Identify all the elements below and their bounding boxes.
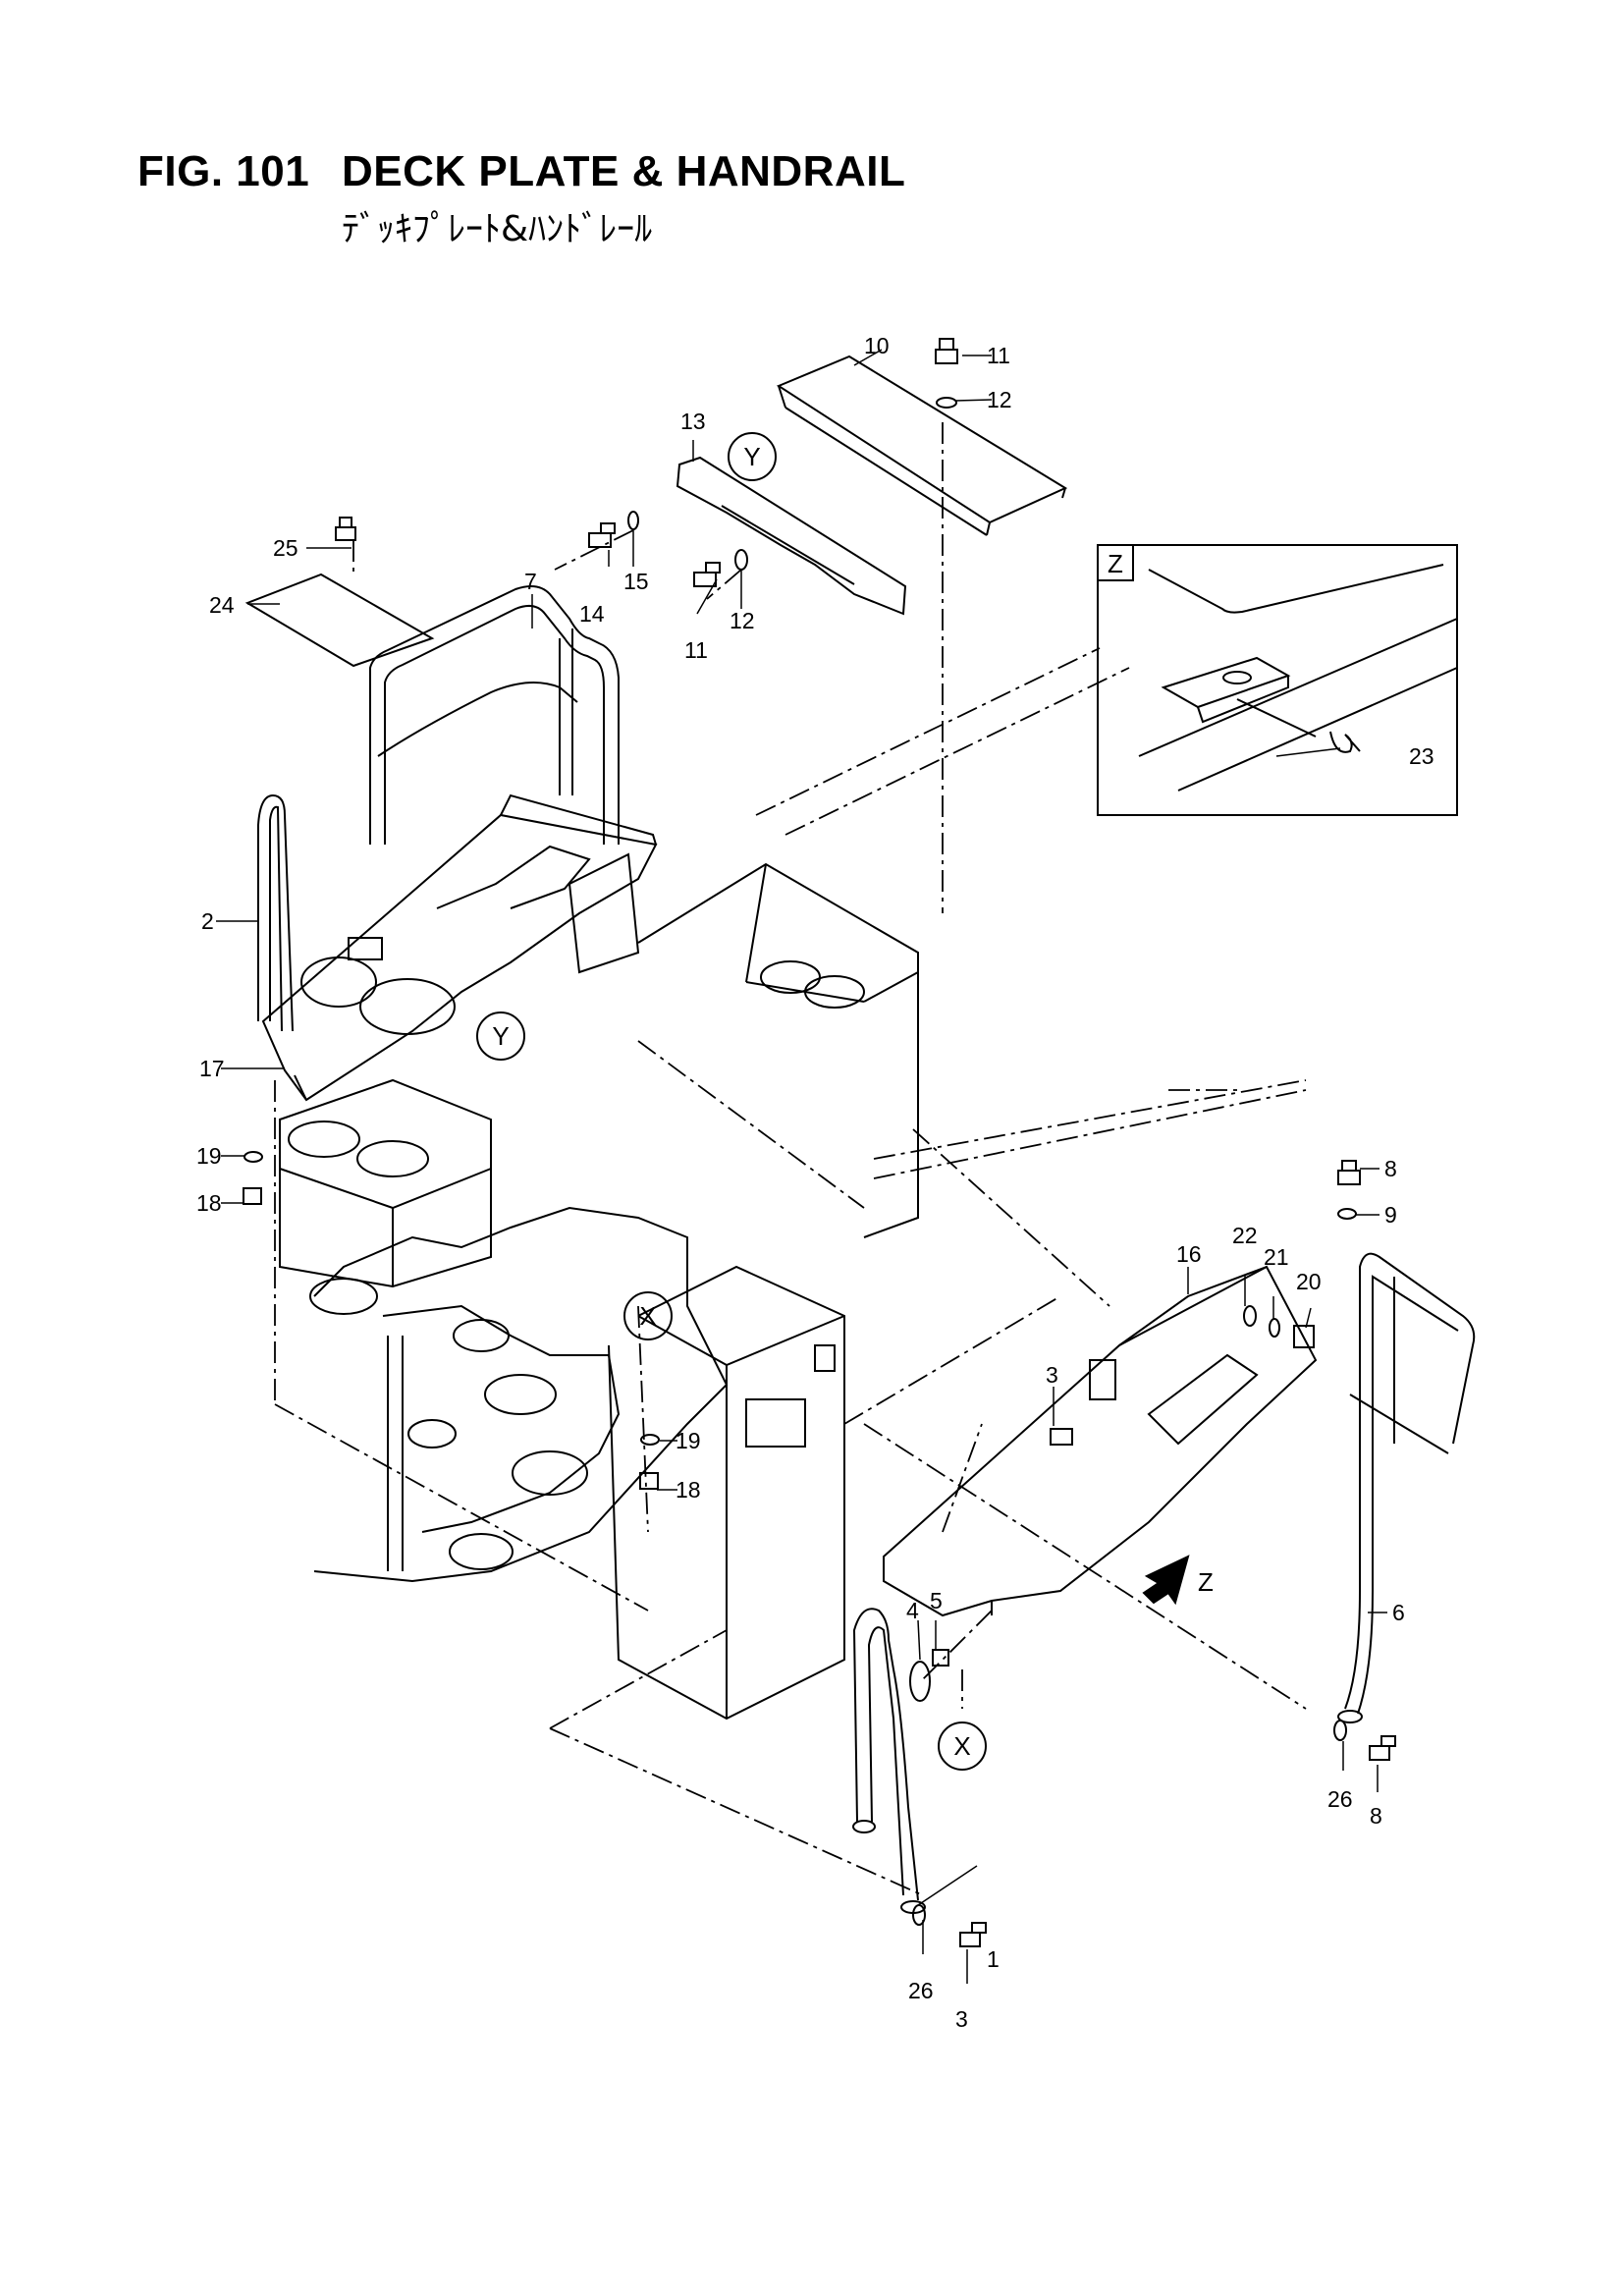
- view-marker-y-top-label: Y: [743, 442, 760, 471]
- view-marker-y-mid-label: Y: [492, 1021, 509, 1051]
- callout-10: 10: [864, 333, 890, 358]
- part-bracket: [676, 456, 907, 616]
- part-deck-plate-right: [883, 1265, 1318, 1617]
- callout-5: 5: [930, 1588, 943, 1613]
- view-marker-x-low: [938, 1722, 987, 1771]
- part-anti-slip-plate: [244, 517, 435, 668]
- view-marker-x-mid: [623, 1291, 673, 1340]
- figure-number: FIG. 101: [137, 147, 310, 195]
- callout-12-lower: 12: [730, 608, 755, 633]
- callout-16: 16: [1176, 1241, 1202, 1267]
- callout-3-upper: 3: [1046, 1362, 1058, 1388]
- detail-view-label: Z: [1108, 549, 1123, 578]
- callout-23: 23: [1409, 743, 1434, 769]
- view-marker-x-low-label: X: [953, 1731, 970, 1761]
- callout-18-right: 18: [676, 1477, 701, 1503]
- view-marker-y-mid: [476, 1011, 525, 1061]
- callout-11-lower: 11: [684, 637, 708, 663]
- figure-title-line: FIG. 101 DECK PLATE & HANDRAIL: [137, 147, 905, 196]
- callout-20: 20: [1296, 1269, 1322, 1294]
- part-battery-box: [279, 1078, 492, 1288]
- view-marker-y-top: [728, 432, 777, 481]
- callout-18-left: 18: [196, 1190, 222, 1216]
- figure-header: FIG. 101 DECK PLATE & HANDRAIL ﾃﾞｯｷﾌﾟﾚｰﾄ…: [137, 147, 905, 251]
- callout-19-left: 19: [196, 1143, 222, 1169]
- callout-3-lower: 3: [955, 2006, 968, 2032]
- view-arrow-z-label: Z: [1198, 1567, 1214, 1597]
- callout-4: 4: [906, 1598, 919, 1623]
- callout-26-left: 26: [908, 1978, 934, 2003]
- callout-6: 6: [1392, 1600, 1405, 1625]
- callout-labels: 1 2 3 3 4 5 6 7 8 8 9 10 11 11 12 12 13 …: [196, 333, 1434, 2032]
- part-cover-plate: [776, 355, 1068, 536]
- part-hydraulic-tank: [608, 1265, 845, 1721]
- detail-view-z: [1097, 544, 1458, 816]
- callout-7: 7: [524, 569, 537, 594]
- callout-8-lower: 8: [1370, 1803, 1382, 1829]
- callout-8-upper: 8: [1384, 1156, 1397, 1181]
- callout-11-upper: 11: [987, 343, 1010, 368]
- part-deck-plate-left: [261, 793, 658, 1102]
- callout-26-right: 26: [1327, 1786, 1353, 1812]
- callout-24: 24: [209, 592, 235, 618]
- callout-2: 2: [201, 908, 214, 934]
- part-handrail-front: [852, 1608, 926, 1914]
- callout-14: 14: [579, 601, 605, 627]
- callout-leaders: [216, 349, 1387, 1984]
- part-handrail-right: [1337, 1252, 1476, 1723]
- figure-subtitle-jp: ﾃﾞｯｷﾌﾟﾚｰﾄ&ﾊﾝﾄﾞﾚｰﾙ: [342, 209, 653, 249]
- callout-25: 25: [273, 535, 298, 561]
- part-revolving-frame: [309, 1206, 729, 1583]
- part-fasteners: [243, 1151, 1396, 1947]
- part-small-bolts: [588, 338, 958, 587]
- callout-22: 22: [1232, 1223, 1258, 1248]
- view-arrow-z: [1142, 1555, 1190, 1606]
- callout-12-upper: 12: [987, 387, 1012, 412]
- part-central-tank: [637, 862, 919, 1238]
- callout-19-right: 19: [676, 1428, 701, 1453]
- part-handrail-rear: [369, 584, 620, 845]
- callout-9: 9: [1384, 1202, 1397, 1228]
- callout-15: 15: [623, 569, 649, 594]
- callout-21: 21: [1264, 1244, 1289, 1270]
- assembly-leader-lines: [274, 422, 1307, 1896]
- callout-13: 13: [680, 409, 706, 434]
- part-handrail-left: [257, 793, 294, 1032]
- callout-1: 1: [987, 1946, 1000, 1972]
- view-marker-x-mid-label: X: [639, 1301, 656, 1331]
- callout-17: 17: [199, 1056, 225, 1081]
- figure-title: DECK PLATE & HANDRAIL: [342, 147, 906, 195]
